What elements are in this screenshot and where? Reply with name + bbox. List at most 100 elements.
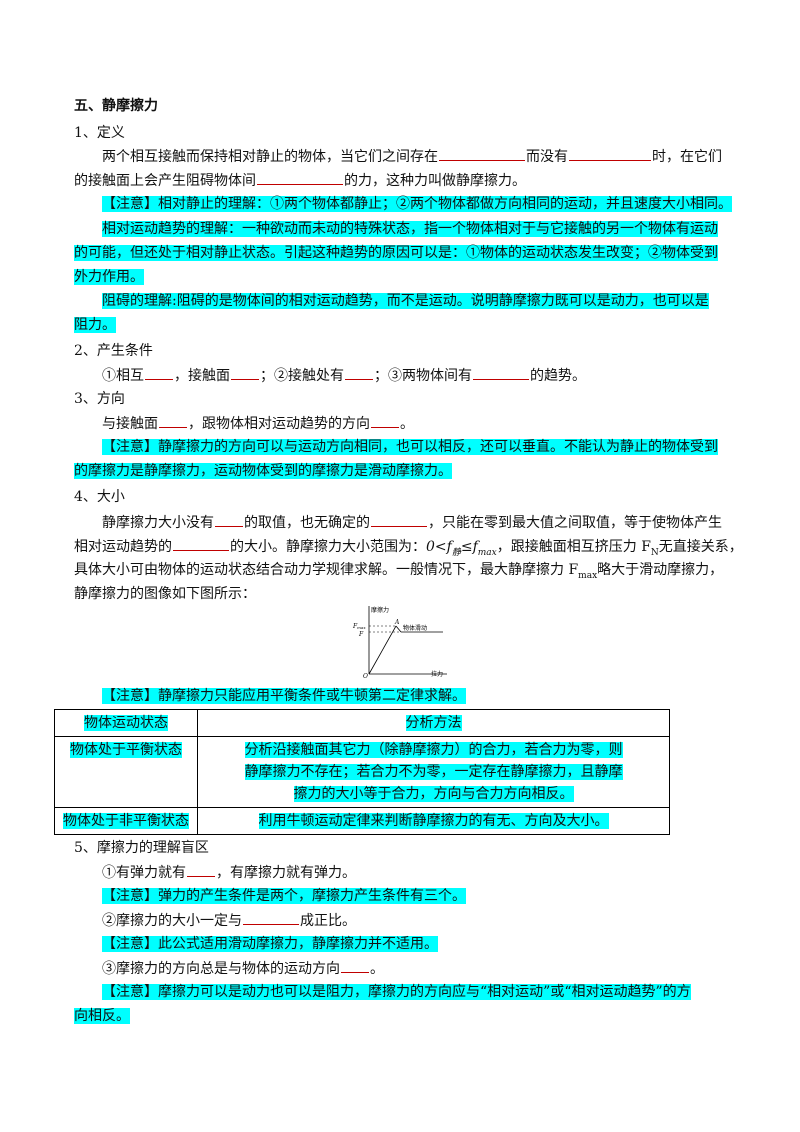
highlight-text: 物体运动状态 (84, 715, 168, 731)
note-trend-line1: 相对运动趋势的理解：一种欲动而未动的特殊状态，指一个物体相对于与它接触的另一个物… (74, 219, 718, 239)
text: 静摩擦力大小没有 (102, 515, 214, 531)
x-axis-label: 拉力 (431, 670, 443, 678)
fill-blank[interactable] (371, 512, 427, 527)
fill-blank[interactable] (231, 365, 259, 380)
table-row: 物体处于非平衡状态 利用牛顿运动定律来判断静摩擦力的有无、方向及大小。 (54, 807, 670, 835)
highlight-text: 【注意】相对静止的理解：①两个物体都静止；②两个物体都做方向相同的运动，并且速度… (102, 196, 732, 212)
highlight-text: 【注意】静摩擦力的方向可以与运动方向相同，也可以相反，还可以垂直。不能认为静止的… (102, 439, 718, 455)
sec5-item2: ②摩擦力的大小一定与成正比。 (74, 910, 356, 931)
formula-subscript: 静 (451, 547, 461, 558)
text: ，有摩擦力就有弹力。 (216, 865, 356, 881)
fill-blank[interactable] (145, 365, 173, 380)
fmax-label-sub: max (357, 625, 366, 630)
text: ，只能在零到最大值之间取值，等于使物体产生 (428, 515, 722, 531)
note-obstruct-line1: 阻碍的理解:阻碍的是物体间的相对运动趋势，而不是运动。说明静摩擦力既可以是动力，… (74, 291, 709, 311)
fill-blank[interactable] (243, 910, 299, 925)
section-heading: 五、静摩擦力 (74, 98, 158, 114)
highlight-text: 阻碍的理解:阻碍的是物体间的相对运动趋势，而不是运动。说明静摩擦力既可以是动力，… (102, 293, 709, 309)
text: ；②接触处有 (260, 368, 344, 384)
highlight-text: 静摩擦力不存在；若合力不为零，一定存在静摩擦力，且静摩 (244, 764, 623, 780)
fill-blank[interactable] (341, 958, 369, 973)
table-header-cell: 物体运动状态 (54, 709, 198, 737)
sec5-note2: 【注意】此公式适用滑动摩擦力，静摩擦力并不适用。 (74, 934, 438, 954)
f-label: F (358, 631, 364, 638)
text: ③摩擦力的方向总是与物体的运动方向 (102, 961, 340, 977)
note-relative-rest: 【注意】相对静止的理解：①两个物体都静止；②两个物体都做方向相同的运动，并且速度… (74, 194, 732, 214)
friction-graph: 摩擦力 拉力 Fmax F A O 物体滑动 (352, 606, 447, 678)
text: ；③两物体间有 (374, 368, 472, 384)
text: 。 (370, 961, 384, 977)
sec5-note3-line1: 【注意】摩擦力可以是动力也可以是阻力，摩擦力的方向应与“相对运动”或“相对运动趋… (74, 982, 691, 1002)
highlight-text: 阻力。 (74, 317, 116, 333)
sec4-line2: 相对运动趋势的 的大小。静摩擦力大小范围为：0<f静≤fmax，跟接触面相互挤压力… (74, 536, 743, 563)
fill-blank[interactable] (257, 170, 343, 185)
formula-subscript: max (477, 547, 497, 558)
table-cell-method: 利用牛顿运动定律来判断静摩擦力的有无、方向及大小。 (197, 807, 670, 835)
formula: 0<f静≤fmax (426, 539, 497, 558)
fill-blank[interactable] (569, 146, 651, 161)
sec4-title: 4、大小 (74, 489, 125, 505)
origin-label: O (363, 673, 368, 678)
text: 两个相互接触而保持相对静止的物体，当它们之间存在 (102, 149, 438, 165)
fill-blank[interactable] (187, 862, 215, 877)
highlight-text: 物体处于非平衡状态 (63, 813, 189, 829)
table-row: 物体处于平衡状态 分析沿接触面其它力（除静摩擦力）的合力，若合力为零，则 静摩擦… (54, 736, 670, 808)
highlight-text: 的可能，但还处于相对静止状态。引起这种趋势的原因可以是：①物体的运动状态发生改变… (74, 245, 718, 261)
text: ，跟接触面相互挤压力 F (496, 539, 651, 555)
fill-blank[interactable] (345, 365, 373, 380)
text: 成正比。 (300, 913, 356, 929)
text: ①相互 (102, 368, 144, 384)
text: 的力，这种力叫做静摩擦力。 (344, 173, 526, 189)
table-cell-method: 分析沿接触面其它力（除静摩擦力）的合力，若合力为零，则 静摩擦力不存在；若合力不… (197, 736, 670, 808)
analysis-table: 物体运动状态 分析方法 物体处于平衡状态 分析沿接触面其它力（除静摩擦力）的合力… (54, 709, 670, 835)
sec3-direction: 与接触面 ，跟物体相对运动趋势的方向 。 (74, 413, 414, 434)
text: 的取值，也无确定的 (244, 515, 370, 531)
text: 具体大小可由物体的运动状态结合动力学规律求解。一般情况下，最大静摩擦力 F (74, 562, 579, 578)
sec4-line4: 静摩擦力的图像如下图所示： (74, 586, 256, 602)
highlight-text: 【注意】静摩擦力只能应用平衡条件或牛顿第二定律求解。 (102, 688, 466, 704)
sliding-annotation: 物体滑动 (403, 624, 427, 632)
fill-blank[interactable] (173, 536, 229, 551)
text: 的接触面上会产生阻碍物体间 (74, 173, 256, 189)
text: 时，在它们 (652, 149, 722, 165)
text: 与接触面 (102, 416, 158, 432)
sec1-title: 1、定义 (74, 125, 125, 141)
text: 相对运动趋势的 (74, 539, 172, 555)
sec5-title: 5、摩擦力的理解盲区 (74, 840, 209, 856)
fill-blank[interactable] (371, 413, 399, 428)
sec2-title: 2、产生条件 (74, 343, 153, 359)
sec5-item1: ①有弹力就有 ，有摩擦力就有弹力。 (74, 862, 356, 883)
note-obstruct-line2: 阻力。 (74, 315, 116, 335)
fill-blank[interactable] (473, 365, 529, 380)
y-axis-label: 摩擦力 (371, 606, 389, 614)
fmax-label-main: F (352, 623, 358, 630)
subscript: N (650, 547, 659, 558)
text: ，跟物体相对运动趋势的方向 (188, 416, 370, 432)
sec4-line1: 静摩擦力大小没有 的取值，也无确定的 ，只能在零到最大值之间取值，等于使物体产生 (74, 512, 722, 533)
highlight-text: 相对运动趋势的理解：一种欲动而未动的特殊状态，指一个物体相对于与它接触的另一个物… (102, 221, 718, 237)
sec3-title: 3、方向 (74, 391, 125, 407)
note-trend-line2: 的可能，但还处于相对静止状态。引起这种趋势的原因可以是：①物体的运动状态发生改变… (74, 243, 718, 263)
text: 而没有 (526, 149, 568, 165)
point-a-label: A (394, 619, 400, 626)
highlight-text: 【注意】摩擦力可以是动力也可以是阻力，摩擦力的方向应与“相对运动”或“相对运动趋… (102, 984, 691, 1000)
highlight-text: 【注意】弹力的产生条件是两个，摩擦力产生条件有三个。 (102, 888, 466, 904)
sec1-paragraph-line2: 的接触面上会产生阻碍物体间 的力，这种力叫做静摩擦力。 (74, 170, 526, 191)
fmax-label: Fmax (352, 623, 366, 630)
static-friction-line (368, 625, 397, 675)
sec4-note: 【注意】静摩擦力只能应用平衡条件或牛顿第二定律求解。 (74, 686, 466, 706)
fill-blank[interactable] (215, 512, 243, 527)
sec3-note-line1: 【注意】静摩擦力的方向可以与运动方向相同，也可以相反，还可以垂直。不能认为静止的… (74, 437, 718, 457)
table-cell-state: 物体处于非平衡状态 (54, 807, 198, 835)
text: 。 (400, 416, 414, 432)
table-header-cell: 分析方法 (197, 709, 670, 737)
table-header-row: 物体运动状态 分析方法 (54, 709, 670, 737)
fill-blank[interactable] (439, 146, 525, 161)
highlight-text: 分析沿接触面其它力（除静摩擦力）的合力，若合力为零，则 (244, 742, 623, 758)
fill-blank[interactable] (159, 413, 187, 428)
text: 的趋势。 (530, 368, 586, 384)
table-cell-state: 物体处于平衡状态 (54, 736, 198, 808)
text: 的大小。静摩擦力大小范围为： (230, 539, 426, 555)
text: ①有弹力就有 (102, 865, 186, 881)
text: 略大于滑动摩擦力， (597, 562, 724, 578)
